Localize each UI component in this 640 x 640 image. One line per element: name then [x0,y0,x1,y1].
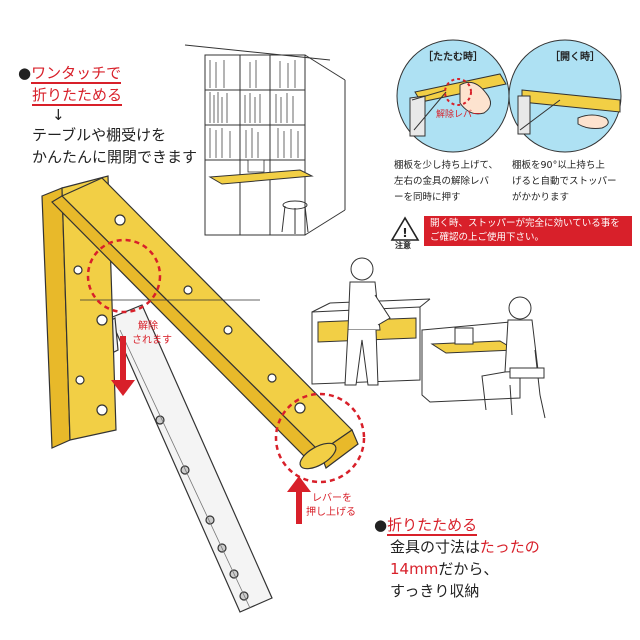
stool [281,200,309,234]
down-arrow-red-icon [111,336,135,396]
fold-diagram-title: ［たたむ時］ [423,52,483,63]
feature-bottom-heading: ●折りたためる [374,516,478,536]
standing-person-scene [311,257,431,386]
feature-bottom: ●折りたためる 金具の寸法はたったの 14mmだから、 すっきり収納 [374,514,540,602]
feature-top-body-1: テーブルや棚受けを [32,126,167,144]
bullet-icon: ● [374,516,388,534]
feature-top-heading-2: 折りたためる [32,86,123,106]
release-label: 解除 されます [132,321,172,346]
feature-bottom-line-3: すっきり収納 [390,582,480,600]
up-arrow-red-icon [287,476,311,524]
feature-top-heading-1: ●ワンタッチで [18,64,122,84]
feature-top-body-2: かんたんに開閉できます [32,148,198,166]
laptop [247,159,265,173]
svg-text:!: ! [402,226,407,240]
open-caption: 棚板を90°以上持ち上 げると自動でストッパー がかかります [512,160,617,203]
open-diagram-title: ［開く時］ [550,52,600,63]
feature-bottom-line-1: 金具の寸法はたったの [390,538,540,556]
feature-top: ●ワンタッチで 折りたためる ↓ テーブルや棚受けを かんたんに開閉できます [18,62,197,168]
caution-banner: 開く時、ストッパーが完全に効いている事を ご確認の上ご使用下さい。 [424,216,632,246]
caution-icon: ! [390,216,420,241]
seated-person-scene [421,296,546,419]
fold-caption: 棚板を少し持ち上げて、 左右の金具の解除レバ ーを同時に押す [394,160,499,203]
bullet-icon: ● [18,64,32,82]
fold-diagram [396,39,510,153]
lever-label: レバーを 押し上げる [306,493,356,518]
release-highlight-circle [86,238,162,314]
open-diagram [508,39,622,153]
feature-bottom-line-2: 14mmだから、 [390,560,499,578]
desk-board [208,169,314,185]
caution-label: 注意 [395,241,411,250]
bracket-horizontal-arm [51,177,359,470]
lever-highlight-circle [274,392,366,484]
release-lever-label: 解除レバー [436,110,482,120]
down-arrow-icon: ↓ [52,106,65,124]
bookshelf-scene-illustration [184,44,346,236]
